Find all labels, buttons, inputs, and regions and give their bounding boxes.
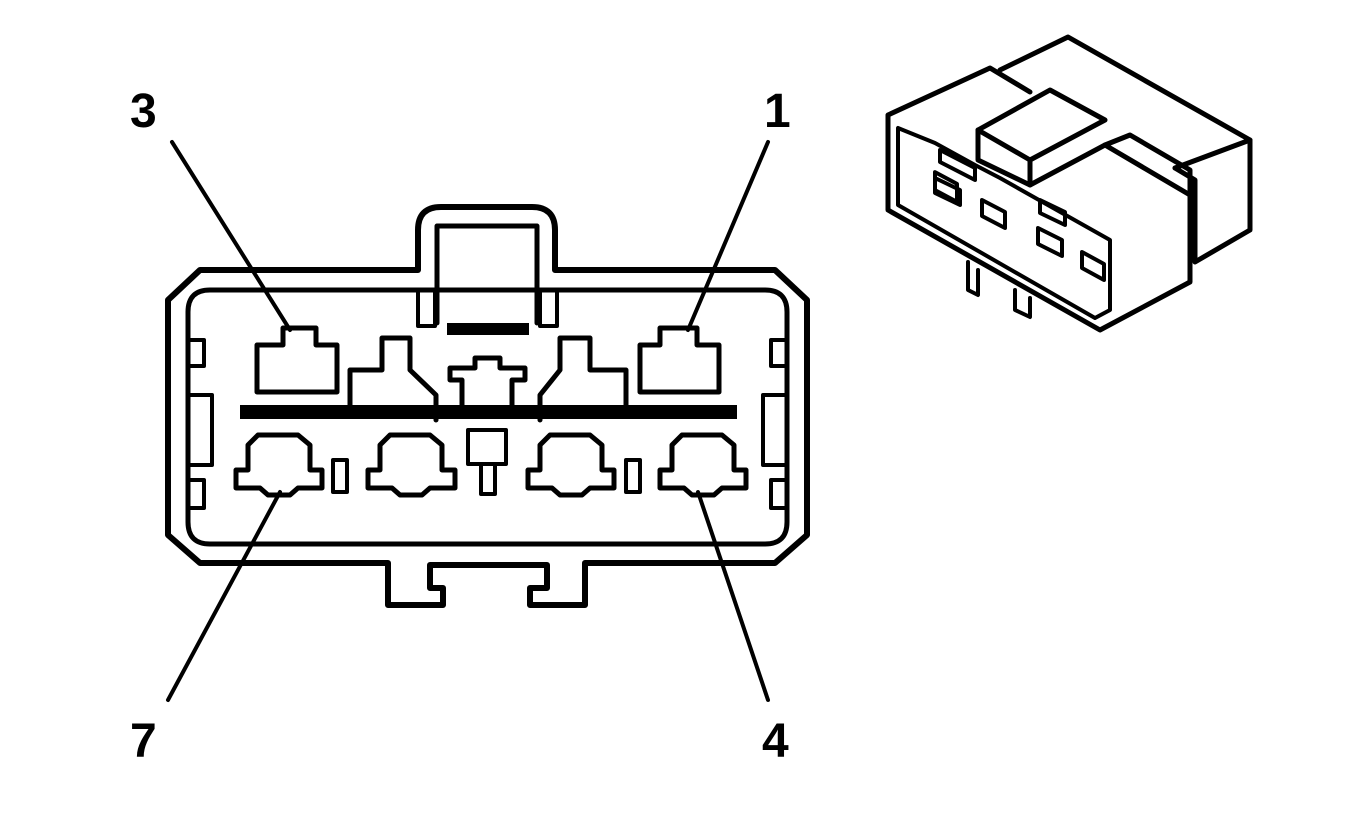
pin-label-4: 4 — [762, 715, 789, 768]
post-right — [626, 460, 640, 492]
iso-cavity-b — [982, 200, 1005, 228]
leader-line-1 — [688, 142, 768, 330]
terminal-7 — [236, 435, 322, 495]
housing-outer-outline — [168, 207, 807, 605]
iso-cavity-f — [940, 150, 975, 180]
iso-rear-body — [1000, 37, 1250, 262]
right-rib-middle — [763, 395, 787, 465]
terminal-bottom-6 — [368, 435, 455, 495]
terminal-top-center — [450, 358, 525, 415]
latch-bar — [447, 323, 529, 335]
housing-inner-outline — [188, 290, 787, 544]
iso-bottom-tab-right — [1015, 290, 1030, 317]
right-rib-bottom — [771, 480, 787, 508]
terminal-1 — [640, 328, 719, 392]
iso-front-inner — [898, 128, 1110, 318]
iso-cavity-a — [935, 178, 960, 205]
latch-right-post — [540, 290, 557, 326]
latch-left-post — [418, 290, 435, 326]
iso-cavity-d — [1082, 252, 1104, 280]
iso-cavity-e — [1040, 200, 1065, 225]
iso-front-top — [1105, 135, 1190, 195]
leader-line-4 — [698, 492, 768, 700]
iso-rear-face — [1175, 140, 1250, 168]
terminal-bottom-5 — [528, 435, 614, 495]
terminal-top-4 — [540, 338, 626, 420]
pin-label-7: 7 — [130, 715, 157, 768]
terminal-top-2 — [350, 338, 436, 420]
terminal-4 — [660, 435, 746, 495]
leader-line-7 — [168, 492, 280, 700]
terminal-3 — [257, 328, 337, 392]
iso-top-ridge-side — [978, 130, 1030, 185]
right-rib-top — [771, 340, 787, 366]
post-left — [333, 460, 347, 492]
left-rib-top — [188, 340, 204, 366]
iso-top-ridge — [978, 90, 1105, 160]
leader-line-3 — [172, 142, 290, 330]
latch-recess — [437, 226, 537, 323]
post-center-stem — [481, 464, 495, 494]
left-rib-bottom — [188, 480, 204, 508]
pin-label-1: 1 — [764, 85, 791, 138]
left-rib-middle — [188, 395, 212, 465]
row-separator — [240, 405, 737, 419]
iso-bottom-tab-left — [968, 262, 978, 295]
pin-label-3: 3 — [130, 85, 157, 138]
iso-cavity-c — [1038, 228, 1062, 256]
